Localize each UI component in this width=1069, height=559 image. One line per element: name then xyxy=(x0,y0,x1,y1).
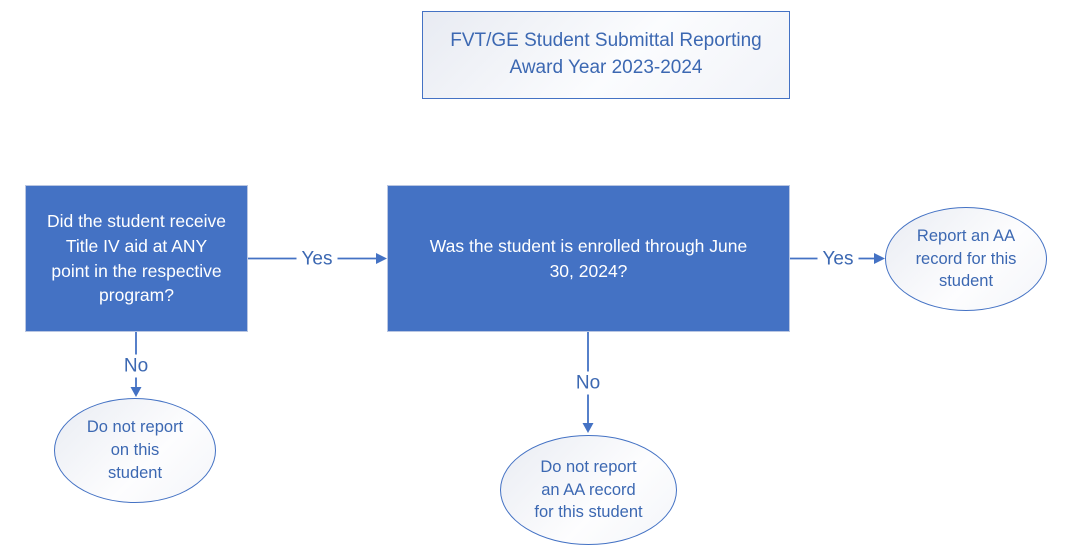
arrowhead-q2-no xyxy=(582,423,594,433)
edge-label-q2-no: No xyxy=(570,371,606,395)
question-box-enrolled: Was the student is enrolled through June… xyxy=(387,185,790,332)
edge-label-q1-no: No xyxy=(118,354,154,378)
question-text-enrolled: Was the student is enrolled through June… xyxy=(429,235,748,281)
edge-label-q2-yes: Yes xyxy=(817,247,859,271)
arrowhead-q1-no xyxy=(130,387,142,397)
arrowhead-q1-yes xyxy=(376,253,387,264)
edge-label-q1-yes: Yes xyxy=(296,247,338,271)
arrowhead-q2-yes xyxy=(874,253,885,264)
